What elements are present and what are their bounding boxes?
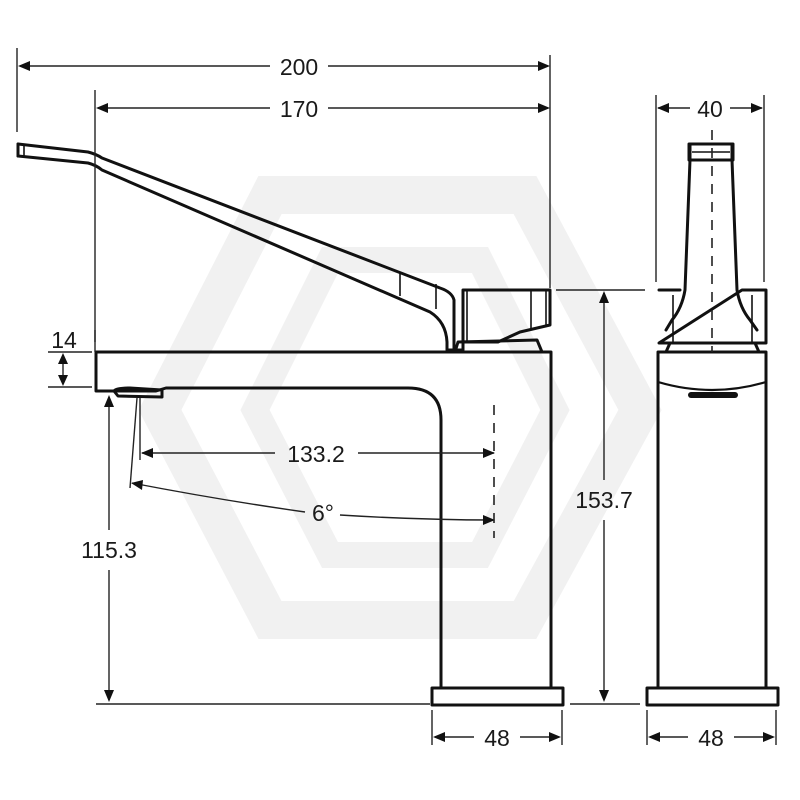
collar bbox=[453, 338, 544, 354]
dim-spray-angle: 6° bbox=[312, 500, 334, 526]
lever-handle bbox=[16, 142, 552, 352]
dim-handle-width: 40 bbox=[697, 96, 723, 122]
dim-overall-height: 153.7 bbox=[575, 487, 633, 513]
dim-side-base-width: 48 bbox=[484, 725, 510, 751]
side-view-tap bbox=[16, 142, 565, 707]
front-body bbox=[656, 350, 768, 690]
front-handle-collar bbox=[657, 288, 768, 345]
dim-spout-height: 14 bbox=[51, 327, 77, 353]
front-base-plate bbox=[645, 686, 780, 707]
side-base-plate bbox=[430, 686, 565, 707]
aerator bbox=[112, 386, 164, 399]
dimension-labels: 200 170 40 14 133.2 6° 115.3 153.7 48 48 bbox=[51, 54, 724, 751]
dim-front-base-width: 48 bbox=[698, 725, 724, 751]
dim-spout-reach: 170 bbox=[280, 96, 318, 122]
dimension-lines bbox=[16, 48, 777, 745]
dim-overall-length: 200 bbox=[280, 54, 318, 80]
dim-outlet-reach: 133.2 bbox=[287, 441, 345, 467]
lever-handle-lower-edge bbox=[16, 154, 456, 352]
dim-outlet-height: 115.3 bbox=[81, 537, 137, 563]
front-handle-tip bbox=[687, 142, 735, 162]
front-aerator bbox=[688, 392, 738, 398]
watermark-logo bbox=[138, 176, 662, 639]
front-view-tap bbox=[645, 130, 780, 707]
